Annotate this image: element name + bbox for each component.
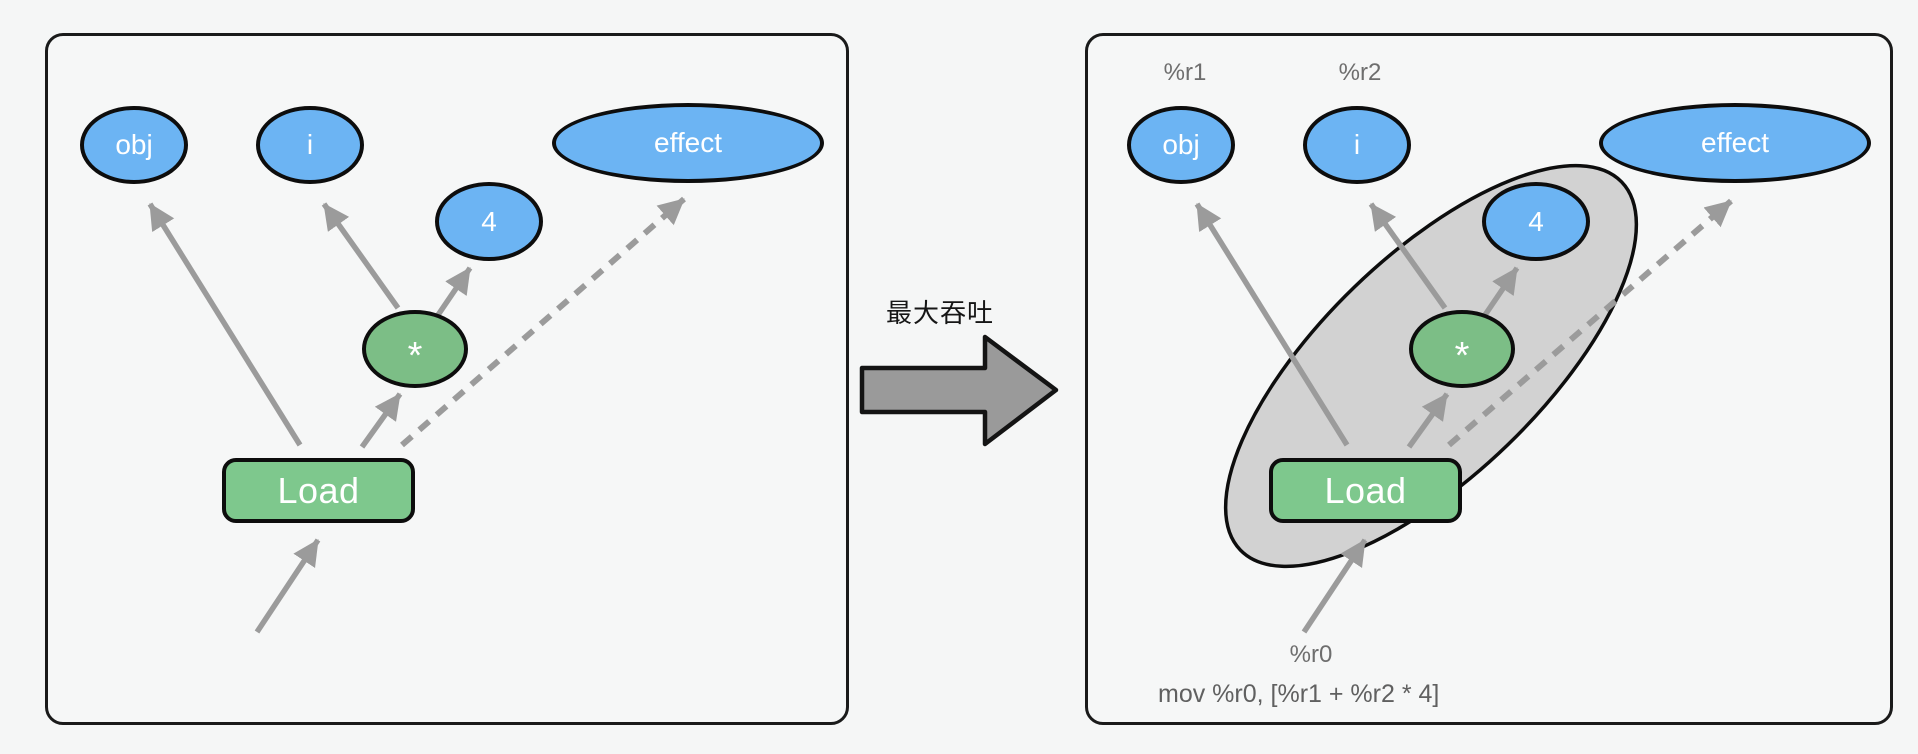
edge-mul-four [435,266,473,317]
node-effect-left-label: effect [654,127,722,158]
node-mul-right: * [1409,310,1515,388]
node-obj-right-label: obj [1162,129,1200,160]
node-four-left: 4 [435,182,543,261]
node-load-left: Load [222,458,415,523]
node-four-right: 4 [1482,182,1590,261]
node-obj-left: obj [80,106,188,184]
node-i-right-label: i [1353,129,1361,160]
register-label-r0: %r0 [1289,641,1333,668]
transition-arrow [859,334,1059,447]
instruction-text: mov %r0, [%r1 + %r2 * 4] [1158,680,1440,708]
node-mul-left-label: * [407,334,423,377]
node-load-right-label: Load [1324,469,1407,511]
edge-load-obj-right [1194,202,1350,447]
node-four-left-label: 4 [481,205,497,237]
edge-load-effect-dashed-right [1447,198,1733,448]
register-label-r2: %r2 [1338,59,1382,86]
edge-load-mul [359,392,403,449]
edge-mul-i-right [1368,202,1448,310]
node-obj-left-label: obj [115,129,153,160]
node-effect-left: effect [552,103,824,183]
node-load-right: Load [1269,458,1462,523]
edge-mul-four-right [1482,266,1520,317]
edge-load-obj [147,202,303,447]
node-i-right: i [1303,106,1411,184]
node-i-left-label: i [306,129,314,160]
transition-label: 最大吞吐 [886,298,995,328]
node-four-right-label: 4 [1528,205,1544,237]
node-obj-right: obj [1127,106,1235,184]
node-mul-right-label: * [1454,334,1470,377]
edge-input-load-right [1301,538,1368,634]
register-label-r1: %r1 [1163,59,1207,86]
node-load-left-label: Load [277,469,360,511]
edge-load-mul-right [1406,392,1450,449]
edge-load-effect-dashed [400,196,686,448]
node-effect-right-label: effect [1701,127,1769,158]
node-i-left: i [256,106,364,184]
edge-input-load [254,538,321,634]
node-effect-right: effect [1599,103,1871,183]
node-mul-left: * [362,310,468,388]
edge-mul-i [321,202,401,310]
